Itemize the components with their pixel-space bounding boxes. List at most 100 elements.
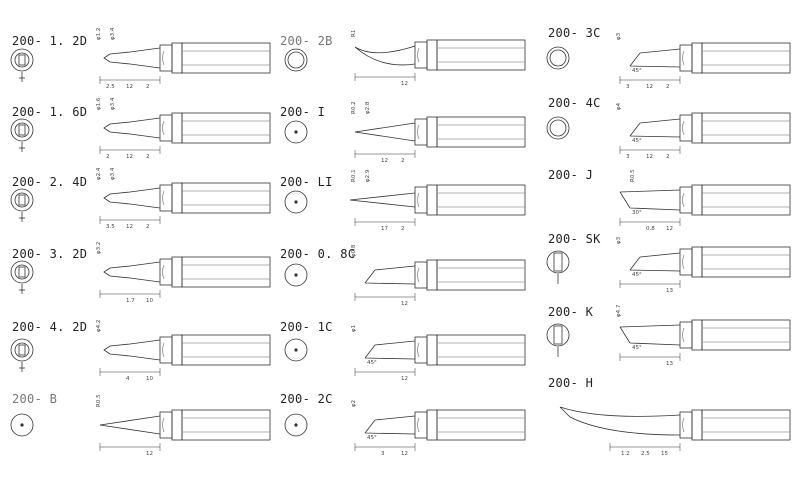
tip-profile-200-4c xyxy=(629,118,681,138)
dim-200-1-6d-1: φ3.4 xyxy=(110,97,116,110)
tip-label-200-3c: 200- 3C xyxy=(548,26,601,40)
dim-200-b-0: R0.5 xyxy=(96,394,102,407)
tip-label-200-sk: 200- SK xyxy=(548,232,601,246)
dim-200-k-0: φ4.7 xyxy=(616,304,622,317)
dim-200-1-6d-2: 2 xyxy=(106,154,110,160)
dim-200-1-6d-3: 12 xyxy=(126,154,133,160)
dim-200-b-1: 12 xyxy=(146,451,153,457)
front-view-200-2b xyxy=(284,48,308,72)
dim-200-1-2d-0: φ1.2 xyxy=(96,28,102,40)
side-view-200-2b: R1 12 xyxy=(351,30,526,87)
dim-200-4-2d-0: φ4.2 xyxy=(96,320,102,332)
tip-label-200-b: 200- B xyxy=(12,392,58,406)
front-view-200-3c xyxy=(546,46,570,70)
tip-profile-200-li xyxy=(349,192,416,208)
tip-label-200-j: 200- J xyxy=(548,168,594,182)
dim-200-li-1: φ2.9 xyxy=(365,169,371,182)
dim-200-sk-1: 45° xyxy=(632,272,642,278)
dim-200-i-1: φ2.8 xyxy=(365,101,371,114)
dim-200-3c-1: 45° xyxy=(632,68,642,74)
dim-200-3c-3: 12 xyxy=(646,84,653,90)
tip-drawing-200-sk: φ3 45° 13 xyxy=(546,236,791,294)
tip-drawing-200-k: φ4.745°13 xyxy=(546,304,791,367)
tip-label-200-2-4d: 200- 2. 4D xyxy=(12,175,88,189)
front-view-200-1-2d xyxy=(10,48,34,82)
dim-200-1c-0: φ1 xyxy=(351,325,357,332)
dim-200-li-0: R0.1 xyxy=(351,169,357,182)
tip-profile-200-1-6d xyxy=(103,117,161,139)
tip-label-200-li: 200- LI xyxy=(280,175,333,189)
dim-200-2-4d-4: 2 xyxy=(146,224,150,230)
dim-200-h-2: 15 xyxy=(661,451,668,457)
dim-200-0-8c-1: 12 xyxy=(401,301,408,307)
front-view-200-4c xyxy=(546,116,570,140)
dim-200-1-2d-1: φ3.4 xyxy=(110,27,116,40)
tip-profile-200-3c xyxy=(629,48,681,68)
tip-label-200-1-2d: 200- 1. 2D xyxy=(12,34,88,48)
side-view-200-1c: φ1 45° 12 xyxy=(351,325,526,382)
dim-200-3-2d-1: 1.7 xyxy=(126,298,135,304)
dim-200-i-3: 2 xyxy=(401,158,405,164)
side-view-200-0-8c: φ0.8 12 xyxy=(351,244,526,307)
dim-200-sk-0: φ3 xyxy=(616,236,622,244)
tip-profile-200-1c xyxy=(364,340,416,360)
dim-200-4c-1: 45° xyxy=(632,138,642,144)
dim-200-4-2d-2: 10 xyxy=(146,376,153,382)
tip-profile-200-sk xyxy=(629,252,681,272)
front-view-200-0-8c xyxy=(284,263,308,287)
dim-200-2c-2: 3 xyxy=(381,451,385,457)
dim-200-2b-0: R1 xyxy=(351,30,357,37)
dim-200-2-4d-2: 3.5 xyxy=(106,224,115,230)
dim-200-2-4d-1: φ3.4 xyxy=(110,167,116,180)
dim-200-3c-2: 3 xyxy=(626,84,630,90)
dim-200-4c-4: 2 xyxy=(666,154,670,160)
dim-200-3c-0: φ3 xyxy=(616,32,622,40)
dim-200-k-2: 13 xyxy=(666,361,673,367)
tip-label-200-h: 200- H xyxy=(548,376,594,390)
tip-label-200-4-2d: 200- 4. 2D xyxy=(12,320,88,334)
dim-200-h-1: 2.5 xyxy=(641,451,650,457)
tip-label-200-1-6d: 200- 1. 6D xyxy=(12,105,88,119)
tip-label-200-3-2d: 200- 3. 2D xyxy=(12,247,88,261)
dim-200-sk-2: 13 xyxy=(666,288,673,294)
dim-200-1-2d-4: 2 xyxy=(146,84,150,90)
dim-200-1c-2: 12 xyxy=(401,376,408,382)
tip-profile-200-0-8c xyxy=(364,265,416,285)
dim-200-1-6d-0: φ1.6 xyxy=(96,97,102,110)
dim-200-4c-2: 3 xyxy=(626,154,630,160)
dim-200-0-8c-0: φ0.8 xyxy=(351,244,357,257)
front-view-200-i xyxy=(284,120,308,144)
front-view-200-3-2d xyxy=(10,260,34,294)
front-view-200-k xyxy=(546,323,570,357)
dim-200-2b-1: 12 xyxy=(401,81,408,87)
dim-200-3-2d-2: 10 xyxy=(146,298,153,304)
tip-label-200-0-8c: 200- 0. 8C xyxy=(280,247,356,261)
front-view-200-4-2d xyxy=(10,338,34,372)
tip-drawing-200-0-8c: φ0.8 12 xyxy=(284,244,526,307)
dim-200-j-2: 0.8 xyxy=(646,226,655,232)
side-view-200-b: R0.5 12 xyxy=(96,394,271,457)
dim-200-2c-0: φ2 xyxy=(351,400,357,407)
dim-200-li-3: 2 xyxy=(401,226,405,232)
dim-200-1c-1: 45° xyxy=(367,360,377,366)
front-view-200-1c xyxy=(284,338,308,362)
front-view-200-sk xyxy=(546,250,570,284)
tip-profile-200-4-2d xyxy=(103,339,161,361)
